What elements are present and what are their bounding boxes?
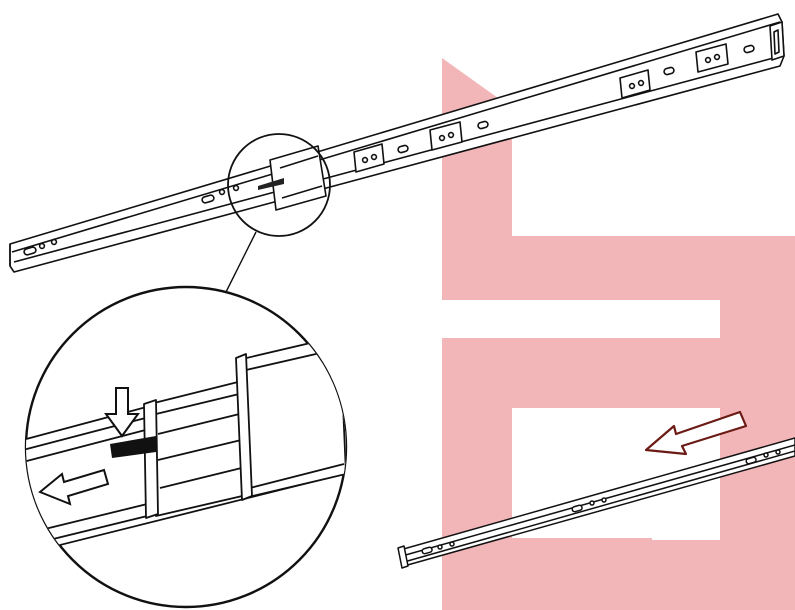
bottom-inner-rail — [397, 437, 795, 569]
removal-arrow-icon — [644, 410, 748, 456]
arrow-down-icon — [104, 387, 140, 438]
detail-callout-small — [227, 133, 331, 237]
release-lever — [110, 436, 156, 458]
detail-leader-line — [225, 231, 257, 293]
top-slide-rail — [9, 13, 785, 273]
detail-magnified — [24, 285, 348, 609]
mounting-window — [429, 121, 463, 151]
arrow-left-icon — [38, 468, 110, 506]
mounting-window — [353, 143, 385, 173]
mounting-window — [619, 69, 651, 99]
mounting-window — [695, 43, 729, 73]
